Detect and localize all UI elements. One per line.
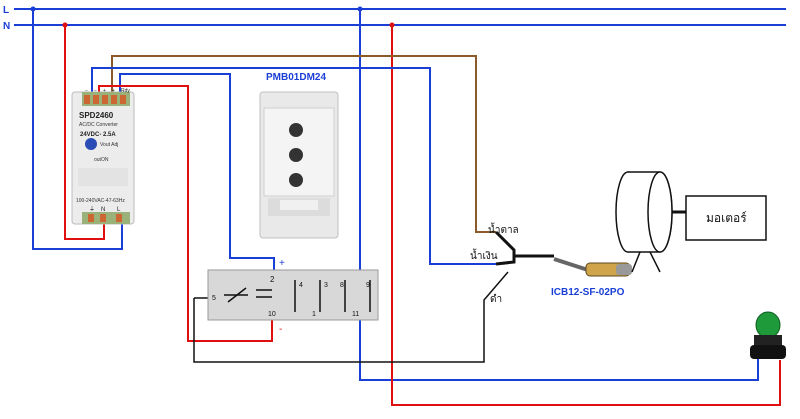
wire-black-to-5	[193, 271, 509, 363]
controller-title: PMB01DM24	[266, 72, 326, 83]
psu-model: SPD2460	[79, 111, 114, 120]
motor	[615, 171, 767, 273]
psu-term-l: L	[117, 207, 121, 213]
psu-term-n: N	[101, 207, 105, 213]
psu-dc-term-2: −	[94, 88, 97, 94]
wire-l-to-psu	[32, 9, 123, 250]
tb-term-8: 8	[340, 282, 344, 289]
tb-plus: +	[279, 258, 285, 269]
tb-term-1: 1	[312, 311, 316, 318]
motor-label: มอเตอร์	[706, 211, 747, 225]
psu-rating: 24VDC- 2.5A	[80, 132, 116, 138]
tb-term-11: 11	[352, 311, 359, 318]
tb-term-2: 2	[270, 275, 275, 284]
wire-psu-minus-blue	[91, 67, 496, 265]
psu-dc-term-1: −	[85, 88, 88, 94]
controller-module	[259, 91, 339, 239]
psu-dc-term-rdy: Rdy	[121, 88, 130, 94]
tb-term-3: 3	[324, 282, 328, 289]
wire-n-to-psu	[64, 25, 105, 240]
psu-dc-term-3: +	[103, 88, 106, 94]
sensor-wire-blue: น้ำเงิน	[470, 248, 498, 262]
psu-outon: outON	[94, 157, 109, 163]
sensor-cable	[494, 230, 516, 266]
tb-term-5: 5	[212, 295, 216, 302]
wire-n-to-lamp	[391, 25, 781, 406]
tb-minus: -	[279, 324, 282, 335]
wire-relay11-to-lamp	[359, 320, 759, 381]
sensor-wire-black: ดำ	[490, 294, 502, 305]
psu-term-earth: ⏚	[89, 206, 95, 213]
psu-dc-term-4: +	[112, 88, 115, 94]
psu-vout-adj: Vout Adj	[100, 142, 118, 148]
tb-term-10: 10	[268, 311, 276, 318]
tb-term-4: 4	[299, 282, 303, 289]
power-supply	[71, 91, 135, 225]
sensor-model: ICB12-SF-02PO	[551, 287, 625, 298]
l-label: L	[3, 5, 9, 16]
proximity-sensor	[585, 262, 632, 277]
sensor-wire-brown: น้ำตาล	[488, 222, 519, 236]
psu-input-spec: 100-240VAC-47-63Hz	[76, 198, 125, 204]
psu-subtitle: AC/DC Converter	[79, 122, 118, 128]
terminal-block	[207, 269, 379, 321]
wire-psu-minus-red	[98, 85, 273, 342]
n-label: N	[3, 21, 10, 32]
tb-term-9: 9	[366, 282, 370, 289]
pilot-lamp	[750, 311, 786, 359]
wire-psu-plus-blue	[119, 73, 275, 270]
